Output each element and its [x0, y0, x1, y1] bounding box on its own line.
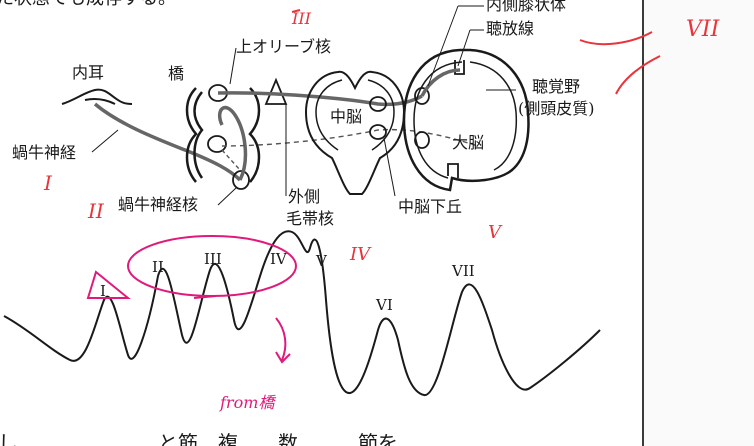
inferior-colliculus-lower [369, 124, 387, 140]
red-curve-right-1 [579, 31, 653, 46]
leader-cochlear-nerve [91, 129, 119, 153]
wave-label-6: VI [375, 296, 393, 314]
annotation-roman-5: V [488, 222, 503, 243]
auditory-radiation-line [420, 68, 461, 97]
leader-medial-geniculate [427, 5, 459, 87]
abr-waveform [3, 230, 601, 396]
label-lateral-lemniscus-1: 外側 [288, 187, 320, 206]
cochlear-nerve-pathway [93, 102, 242, 182]
page-area [0, 0, 643, 446]
inner-ear-shape [61, 88, 133, 105]
wave-label-5: V [315, 252, 328, 270]
page-divider [642, 0, 644, 446]
label-auditory-cortex-2: (側頭皮質) [518, 99, 595, 118]
cerebrum-outline [402, 48, 530, 192]
red-curve-right-2 [615, 55, 661, 95]
top-text: た状態でも成存する。 [0, 0, 176, 9]
label-superior-olive: 上オリーブ核 [236, 37, 331, 56]
label-cochlear-nucleus: 蝸牛神経核 [118, 195, 198, 214]
pathway-dashed-lower [221, 128, 479, 147]
red-underline-top [291, 9, 301, 13]
label-cochlear-nerve: 蝸牛神経 [12, 143, 76, 162]
label-inner-ear: 内耳 [72, 63, 104, 82]
underline-wave-3 [193, 295, 217, 299]
label-cerebrum: 大脳 [452, 133, 484, 152]
leader-auditory-radiation [457, 29, 471, 67]
right-margin [643, 0, 754, 446]
label-auditory-cortex-1: 聴覚野 [532, 77, 580, 96]
label-lateral-lemniscus-2: 毛帯核 [286, 209, 334, 228]
annotation-roman-3: III [291, 9, 312, 28]
wave-label-4: IV [270, 250, 288, 268]
label-midbrain: 中脳 [330, 107, 362, 126]
arrow-to-pons [275, 317, 291, 364]
pathway-gray-loop [217, 105, 248, 181]
cerebrum-inner [413, 61, 518, 179]
medial-geniculate-lower [414, 131, 430, 149]
cochlear-nucleus [232, 170, 250, 190]
annotation-from-pons: from橋 [219, 393, 276, 412]
pons-nucleus-middle [207, 135, 227, 153]
annotation-roman-2: II [87, 199, 105, 223]
cerebrum-sulcus-bottom [447, 163, 459, 178]
label-medial-geniculate: 内側膝状体 [486, 0, 566, 14]
wave-label-7: VII [451, 262, 475, 280]
leader-cochlear-nucleus [217, 187, 237, 206]
label-inferior-colliculus: 中脳下丘 [398, 197, 462, 216]
annotation-roman-7: VII [686, 17, 721, 42]
bottom-text: し と筋 複 数 節を [0, 431, 398, 446]
wave-label-2: II [152, 258, 164, 276]
midbrain-outline [304, 70, 406, 195]
pons-outline-left [185, 87, 198, 183]
label-pons: 橋 [168, 64, 184, 83]
pons-outline-left-inner [193, 91, 204, 179]
inferior-colliculus-upper [369, 96, 387, 112]
wave-label-1: I [100, 282, 106, 300]
superior-olive-shape [264, 77, 288, 105]
pons-outline-right [248, 87, 261, 183]
medial-geniculate-upper [414, 87, 430, 105]
label-auditory-radiation: 聴放線 [486, 19, 534, 38]
wave-label-3: III [204, 250, 222, 268]
cerebrum-sulcus-top [454, 60, 465, 75]
pathway-gray-upper [217, 91, 423, 107]
triangle-highlight-wave-1 [86, 270, 131, 299]
pathway-dashed-short [221, 149, 241, 171]
handwritten-annotations [86, 9, 661, 364]
annotation-roman-1: I [43, 171, 53, 195]
leader-inferior-colliculus [383, 137, 396, 197]
annotation-roman-4: IV [349, 244, 372, 265]
leader-superior-olive [229, 47, 237, 85]
midbrain-inner [315, 79, 395, 151]
